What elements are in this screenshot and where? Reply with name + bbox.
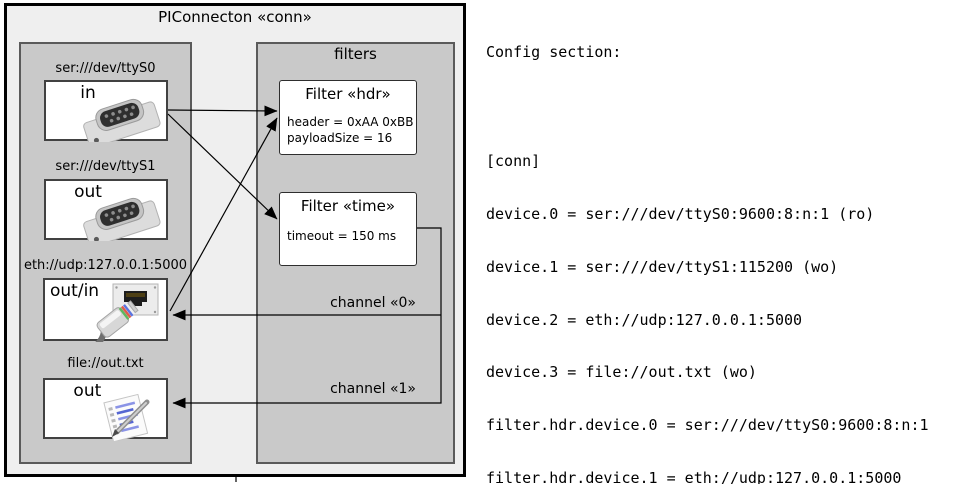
notepad-pen-icon: [103, 393, 150, 441]
filter-hdr-box: Filter «hdr» header = 0xAA 0xBB payloadS…: [279, 80, 417, 155]
serial-connector-icon: [83, 197, 161, 241]
config-line: filter.hdr.device.1 = eth://udp:127.0.0.…: [486, 468, 902, 484]
serial-connector-icon: [83, 98, 161, 142]
device-box-eth: out/in: [43, 278, 168, 342]
device-label-eth: eth://udp:127.0.0.1:5000: [23, 258, 188, 273]
config-line: filter.hdr.device.0 = ser:///dev/ttyS0:9…: [486, 416, 929, 435]
device-box-file: out: [43, 378, 168, 441]
device-box-ttyS1: out: [44, 179, 168, 241]
device-mode-label: out: [73, 381, 102, 401]
device-mode-label: in: [80, 83, 96, 103]
config-line: device.1 = ser:///dev/ttyS1:115200 (wo): [486, 257, 839, 276]
config-line: device.2 = eth://udp:127.0.0.1:5000: [486, 310, 803, 329]
filter-time-title: Filter «time»: [300, 197, 396, 215]
channel-1-label: channel «1»: [330, 381, 416, 397]
config-line: device.3 = file://out.txt (wo): [486, 363, 757, 382]
config-line: [conn]: [486, 152, 541, 171]
filter-hdr-title: Filter «hdr»: [305, 85, 391, 103]
config-lines: [conn] device.0 = ser:///dev/ttyS0:9600:…: [486, 118, 938, 484]
device-mode-label: out: [74, 182, 102, 202]
device-box-ttyS0: in: [44, 80, 168, 142]
filter-hdr-param-payload: payloadSize = 16: [287, 131, 393, 145]
filters-container-title: filters: [334, 45, 377, 63]
channel-0-label: channel «0»: [330, 295, 416, 311]
device-label-ttyS1: ser:///dev/ttyS1: [55, 159, 156, 174]
filter-time-box: Filter «time» timeout = 150 ms: [279, 192, 417, 266]
filter-time-param-timeout: timeout = 150 ms: [287, 229, 397, 243]
config-heading: Config section:: [486, 43, 622, 62]
config-line: device.0 = ser:///dev/ttyS0:9600:8:n:1 (…: [486, 204, 875, 223]
device-label-ttyS0: ser:///dev/ttyS0: [55, 61, 156, 76]
ethernet-plug-icon: [90, 300, 139, 342]
device-label-file: file://out.txt: [67, 356, 144, 371]
device-mode-label: out/in: [50, 281, 100, 301]
config-section: Config section: [conn] device.0 = ser://…: [486, 9, 938, 484]
diagram-title: PIConnecton «conn»: [158, 8, 312, 26]
filter-hdr-param-header: header = 0xAA 0xBB: [287, 115, 414, 129]
